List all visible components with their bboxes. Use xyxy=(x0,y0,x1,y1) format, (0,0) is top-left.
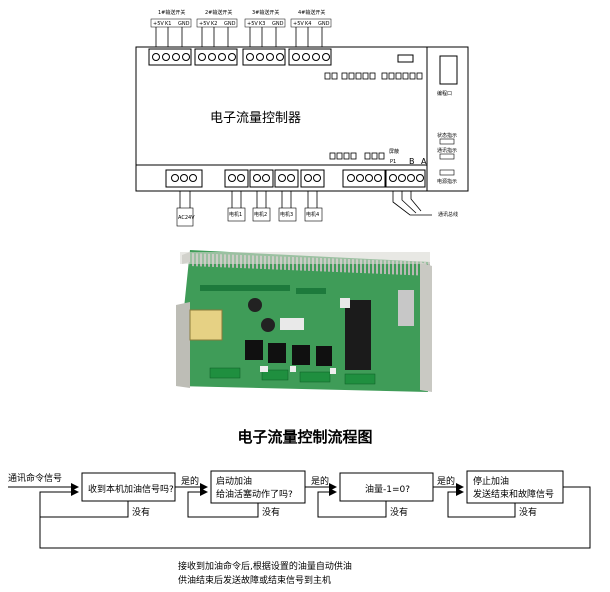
terminal-group-3-pin-1: +5V xyxy=(247,21,258,27)
flow-step-3-text: 油量-1=0? xyxy=(365,483,410,495)
programming-port-label: 编程口 xyxy=(437,90,452,97)
flow-no-2: 没有 xyxy=(262,506,280,518)
comm-indicator-label: 通讯指示 xyxy=(437,147,457,154)
terminal-group-3-pin-2: K3 xyxy=(259,21,265,27)
flow-chart: 通讯命令信号 收到本机加油信号吗? 是的 启动加油 给油活塞动作了吗? 是的 油… xyxy=(8,470,591,549)
shield-label: 屏蔽 xyxy=(389,148,399,155)
terminal-group-4-title: 4#输送开关 xyxy=(298,9,325,16)
terminal-group-1-pin-2: K1 xyxy=(165,21,171,27)
terminal-group-2-pin-1: +5V xyxy=(199,21,210,27)
flow-no-1: 没有 xyxy=(132,506,150,518)
comm-bus-label: 通讯总线 xyxy=(438,211,458,218)
flow-step-4-line-1: 停止加油 xyxy=(473,475,509,487)
ac24v-label: AC24V xyxy=(178,215,195,221)
flow-no-4: 没有 xyxy=(519,506,537,518)
note-line-2: 供油结束后发送故障或结束信号到主机 xyxy=(178,574,331,586)
flow-step-2 xyxy=(210,470,306,504)
terminal-group-1: 1#输送开关 +5V K1 GND xyxy=(148,9,192,66)
status-indicator-label: 状态指示 xyxy=(437,132,457,139)
flow-yes-3: 是的 xyxy=(437,475,455,487)
motor-4-label: 电机4 xyxy=(306,211,319,218)
bottom-labels: AC24V 电机1 电机2 电机3 电机4 通讯总线 xyxy=(176,207,458,227)
motor-3-label: 电机3 xyxy=(280,211,293,218)
terminal-group-3-pin-3: GND xyxy=(272,21,284,27)
flow-step-2-line-1: 启动加油 xyxy=(216,475,252,487)
controller-wiring-diagram: 1#输送开关 +5V K1 GND 2#输送开关 +5V K2 GND xyxy=(135,9,469,227)
terminal-group-2-pin-3: GND xyxy=(224,21,236,27)
flow-step-2-line-2: 给油活塞动作了吗? xyxy=(216,488,293,500)
power-indicator-label: 电源指示 xyxy=(437,178,457,185)
flow-step-4 xyxy=(466,470,564,504)
flow-step-4-line-2: 发送结束和故障信号 xyxy=(473,488,554,500)
flow-yes-1: 是的 xyxy=(181,475,199,487)
note-line-1: 接收到加油命令后,根据设置的油量自动供油 xyxy=(178,560,352,572)
circuit-board-photo xyxy=(176,250,432,392)
motor-1-label: 电机1 xyxy=(229,211,242,218)
flow-input-label: 通讯命令信号 xyxy=(8,472,62,484)
terminal-group-3: 3#输送开关 +5V K3 GND xyxy=(242,9,286,66)
terminal-group-3-title: 3#输送开关 xyxy=(252,9,279,16)
terminal-group-2-pin-2: K2 xyxy=(211,21,217,27)
a-label: A xyxy=(421,157,427,166)
terminal-group-1-pin-3: GND xyxy=(178,21,190,27)
device-title: 电子流量控制器 xyxy=(210,111,301,126)
flow-chart-title: 电子流量控制流程图 xyxy=(237,428,372,446)
flow-step-1-text: 收到本机加油信号吗? xyxy=(88,483,174,495)
terminal-group-2-title: 2#输送开关 xyxy=(205,9,232,16)
b-label: B xyxy=(409,157,415,166)
fuse-slot xyxy=(397,54,414,63)
bottom-terminals xyxy=(165,169,426,188)
flow-yes-2: 是的 xyxy=(311,475,329,487)
terminal-group-4: 4#输送开关 +5V K4 GND xyxy=(288,9,332,66)
programming-port xyxy=(439,55,458,85)
terminal-group-4-pin-3: GND xyxy=(318,21,330,27)
motor-2-label: 电机2 xyxy=(254,211,267,218)
terminal-group-1-title: 1#输送开关 xyxy=(158,9,185,16)
flow-no-3: 没有 xyxy=(390,506,408,518)
terminal-group-1-pin-1: +5V xyxy=(153,21,164,27)
indicator-row-top xyxy=(324,72,423,80)
flow-step-1 xyxy=(81,472,176,502)
side-indicators: 状态指示 通讯指示 电源指示 xyxy=(437,132,457,185)
terminal-group-4-pin-1: +5V xyxy=(293,21,304,27)
terminal-group-4-pin-2: K4 xyxy=(305,21,311,27)
indicator-row-bottom xyxy=(329,152,385,160)
p1-label: P1 xyxy=(390,159,396,165)
controller-housing xyxy=(135,46,428,192)
terminal-group-2: 2#输送开关 +5V K2 GND xyxy=(194,9,238,66)
